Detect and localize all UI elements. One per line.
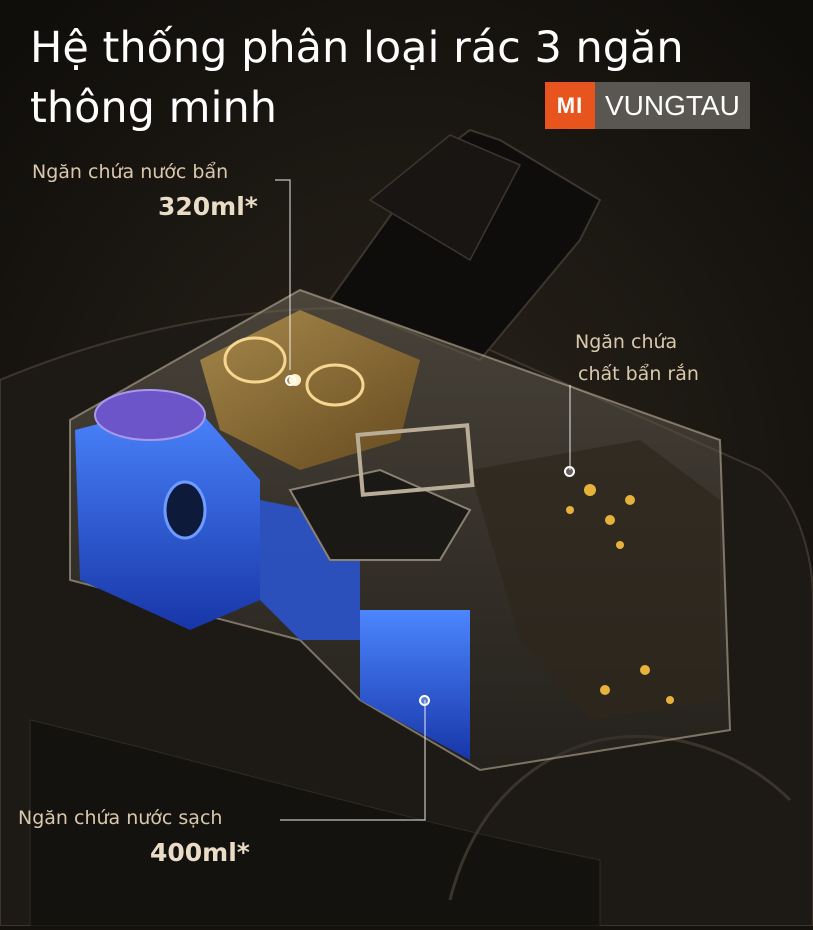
headline-line-1: Hệ thống phân loại rác 3 ngăn	[30, 23, 684, 73]
solid-waste-label-line-1: Ngăn chứa	[575, 331, 678, 353]
clean-water-capacity: 400ml*	[150, 838, 250, 867]
logo-text: VUNGTAU	[595, 82, 750, 129]
clean-water-marker-dot	[419, 695, 430, 706]
headline: Hệ thống phân loại rác 3 ngăn thông minh	[30, 18, 790, 138]
solid-waste-marker-dot	[564, 466, 575, 477]
brand-logo: MI VUNGTAU	[545, 82, 750, 129]
dirty-water-capacity: 320ml*	[158, 192, 258, 221]
dirty-water-label: Ngăn chứa nước bẩn	[32, 161, 229, 183]
headline-line-2: thông minh	[30, 83, 277, 133]
dirty-water-marker-dot	[285, 375, 296, 386]
clean-water-label: Ngăn chứa nước sạch	[18, 807, 223, 829]
logo-mi-mark: MI	[545, 82, 595, 129]
solid-waste-label-line-2: chất bẩn rắn	[578, 363, 699, 385]
